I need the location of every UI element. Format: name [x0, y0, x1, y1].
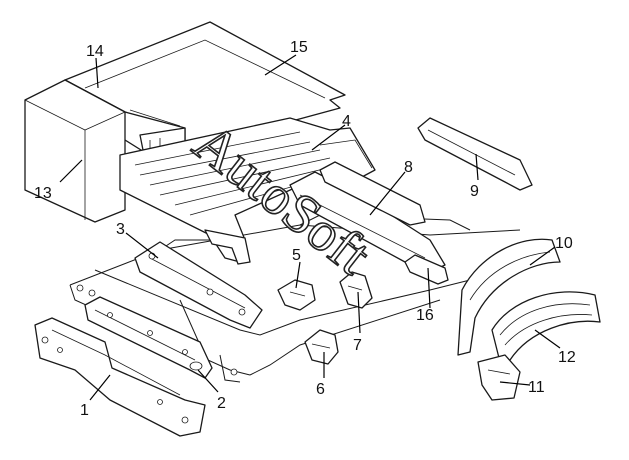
- part-3-cross-rail: [134, 241, 263, 329]
- callout-4: 4: [342, 113, 351, 130]
- leader-lines: [59, 54, 561, 401]
- callout-3: 3: [116, 221, 125, 238]
- callout-11: 11: [528, 379, 545, 396]
- leader-2: [197, 369, 219, 393]
- callout-16: 16: [416, 307, 434, 324]
- part-6-mount: [304, 329, 339, 365]
- callout-12: 12: [558, 349, 576, 366]
- leader-3: [125, 232, 159, 259]
- part-5-bracket: [277, 279, 316, 311]
- part-11-lower-bracket: [477, 354, 521, 401]
- leader-8: [369, 171, 406, 216]
- callout-8: 8: [404, 159, 413, 176]
- callout-5: 5: [292, 247, 301, 264]
- part-9-rear-rail: [417, 117, 533, 191]
- leader-5: [295, 261, 301, 289]
- callout-9: 9: [470, 183, 479, 200]
- leader-4: [311, 124, 346, 151]
- callout-1: 1: [80, 402, 89, 419]
- leader-13: [59, 159, 83, 183]
- part-10-wheel-arch: [457, 238, 561, 356]
- callout-labels: 1 2 3 4 5 6 7 8 9 10 11 12 13 14 15 16: [34, 39, 576, 419]
- leader-15: [264, 54, 297, 76]
- callout-2: 2: [217, 395, 226, 412]
- leader-1: [89, 374, 111, 401]
- leader-14: [95, 57, 99, 89]
- leader-7: [357, 291, 361, 334]
- part-8-crossmember: [289, 161, 446, 273]
- part-4-floor-pan: [119, 117, 376, 265]
- part-12-inner-arch: [491, 291, 601, 363]
- part-1-front-beam: [34, 317, 206, 437]
- callout-14: 14: [86, 43, 104, 60]
- callout-7: 7: [353, 337, 362, 354]
- part-16-crossbar: [404, 254, 449, 285]
- callout-6: 6: [316, 381, 325, 398]
- leader-16: [427, 267, 431, 309]
- part-2-side-sill: [84, 296, 213, 379]
- leader-11: [499, 381, 531, 386]
- callout-15: 15: [290, 39, 308, 56]
- callout-10: 10: [555, 235, 573, 252]
- part-7-brace: [339, 271, 373, 309]
- callout-13: 13: [34, 185, 52, 202]
- leader-10: [529, 246, 556, 266]
- leader-9: [475, 153, 479, 181]
- part-13-front-box: [24, 79, 126, 223]
- leader-12: [534, 329, 561, 349]
